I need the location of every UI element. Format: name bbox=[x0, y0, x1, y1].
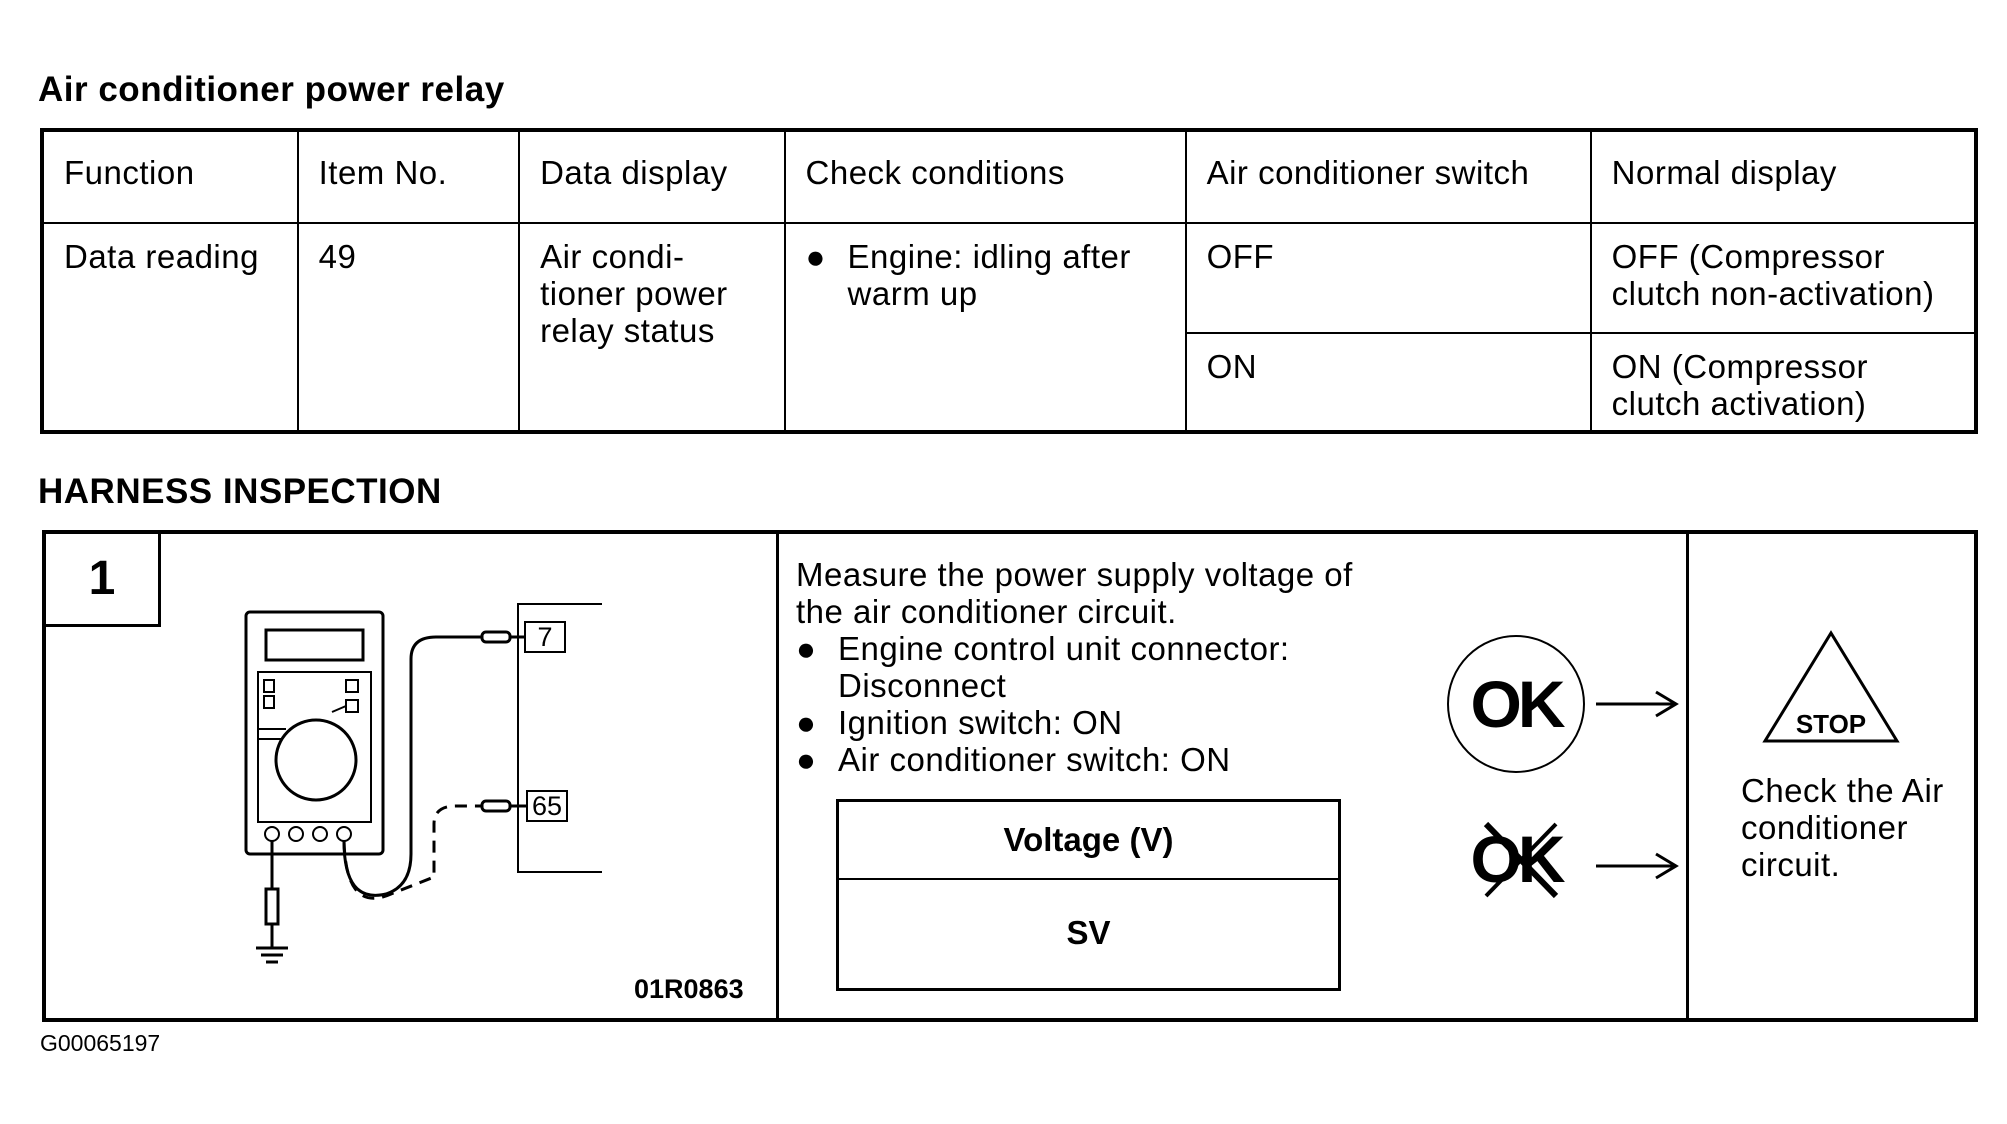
ok-circle-icon bbox=[1447, 635, 1585, 773]
header-ac-switch: Air conditioner switch bbox=[1184, 129, 1592, 224]
pin-65-box bbox=[526, 790, 568, 822]
bullet-item: ● Engine control unit connector: Disconn… bbox=[796, 630, 1456, 704]
bullet-line: Disconnect bbox=[838, 667, 1007, 704]
section-title-harness: HARNESS INSPECTION bbox=[38, 472, 442, 511]
probe-icon bbox=[264, 887, 280, 926]
bullet-line: Ignition switch: ON bbox=[838, 704, 1123, 741]
voltage-header: Voltage (V) bbox=[839, 802, 1338, 880]
step-number: 1 bbox=[46, 534, 161, 627]
instruction-line: the air conditioner circuit. bbox=[796, 593, 1177, 630]
inspection-panel: 1 bbox=[42, 530, 1978, 1022]
check-text-line: Check the Air bbox=[1741, 772, 1944, 809]
data-display-line: tioner power bbox=[540, 275, 728, 312]
normal-on-line: clutch activation) bbox=[1611, 385, 1867, 422]
instruction-line: Measure the power supply voltage of bbox=[796, 556, 1353, 593]
cell-item-no: 49 bbox=[296, 222, 521, 433]
data-display-line: relay status bbox=[540, 312, 715, 349]
header-normal-display: Normal display bbox=[1589, 129, 1978, 224]
stop-label: STOP bbox=[1796, 709, 1866, 739]
check-text-line: conditioner bbox=[1741, 809, 1908, 846]
stop-triangle-icon bbox=[1762, 630, 1900, 743]
header-function: Function bbox=[41, 129, 299, 224]
document-code: G00065197 bbox=[40, 1030, 161, 1056]
normal-on-line: ON (Compressor bbox=[1611, 348, 1869, 385]
header-item-no: Item No. bbox=[296, 129, 521, 224]
meter-display-icon bbox=[264, 628, 365, 662]
pin-7-box bbox=[524, 621, 566, 653]
bullet-item: ● Ignition switch: ON bbox=[796, 704, 1456, 741]
data-display-line: Air condi- bbox=[540, 238, 685, 275]
check-circuit-text: Check the Air conditioner circuit. bbox=[1741, 772, 1944, 883]
voltage-table: Voltage (V) SV bbox=[836, 799, 1341, 991]
wiring-figure: 1 bbox=[46, 534, 779, 1018]
cell-normal-on: ON (Compressor clutch activation) bbox=[1589, 332, 1978, 433]
meter-dial-icon bbox=[274, 718, 358, 802]
bullet-icon: ● bbox=[805, 238, 826, 275]
stop-sign: STOP bbox=[1762, 630, 1900, 743]
cell-data-display: Air condi- tioner power relay status bbox=[518, 222, 786, 433]
data-table: Function Item No. Data display Check con… bbox=[40, 128, 1978, 434]
pin-65-label: 65 bbox=[532, 791, 562, 821]
bullet-icon: ● bbox=[796, 630, 817, 667]
cell-normal-off: OFF (Compressor clutch non-activation) bbox=[1589, 222, 1978, 334]
check-text-line: circuit. bbox=[1741, 846, 1841, 883]
cell-check-conditions: ● Engine: idling after warm up bbox=[783, 222, 1187, 433]
multimeter-icon bbox=[244, 610, 385, 856]
result-column: Check the Air conditioner circuit. bbox=[1686, 534, 1979, 1018]
normal-off-line: clutch non-activation) bbox=[1611, 275, 1935, 312]
voltage-value: SV bbox=[1066, 914, 1111, 951]
bullet-icon: ● bbox=[796, 704, 817, 741]
ok-ng-icons: OK OK bbox=[1447, 635, 1679, 899]
check-line: Engine: idling after bbox=[847, 238, 1131, 275]
header-check-conditions: Check conditions bbox=[783, 129, 1187, 224]
bullet-icon: ● bbox=[796, 741, 817, 778]
header-data-display: Data display bbox=[518, 129, 786, 224]
cell-switch-on: ON bbox=[1184, 332, 1592, 433]
bullet-item: ● Air conditioner switch: ON bbox=[796, 741, 1456, 778]
pin-7-label: 7 bbox=[537, 622, 552, 652]
bullet-line: Engine control unit connector: bbox=[838, 630, 1290, 667]
ok-icon: OK bbox=[1471, 667, 1566, 741]
cell-switch-off: OFF bbox=[1184, 222, 1592, 334]
figure-code: 01R0863 bbox=[634, 974, 744, 1004]
instructions: Measure the power supply voltage of the … bbox=[796, 556, 1456, 778]
cell-function: Data reading bbox=[41, 222, 299, 433]
multimeter-diagram: 7 65 bbox=[244, 603, 602, 964]
check-line: warm up bbox=[847, 275, 978, 312]
normal-off-line: OFF (Compressor bbox=[1611, 238, 1885, 275]
section-title-relay: Air conditioner power relay bbox=[38, 70, 505, 109]
bullet-line: Air conditioner switch: ON bbox=[838, 741, 1231, 778]
